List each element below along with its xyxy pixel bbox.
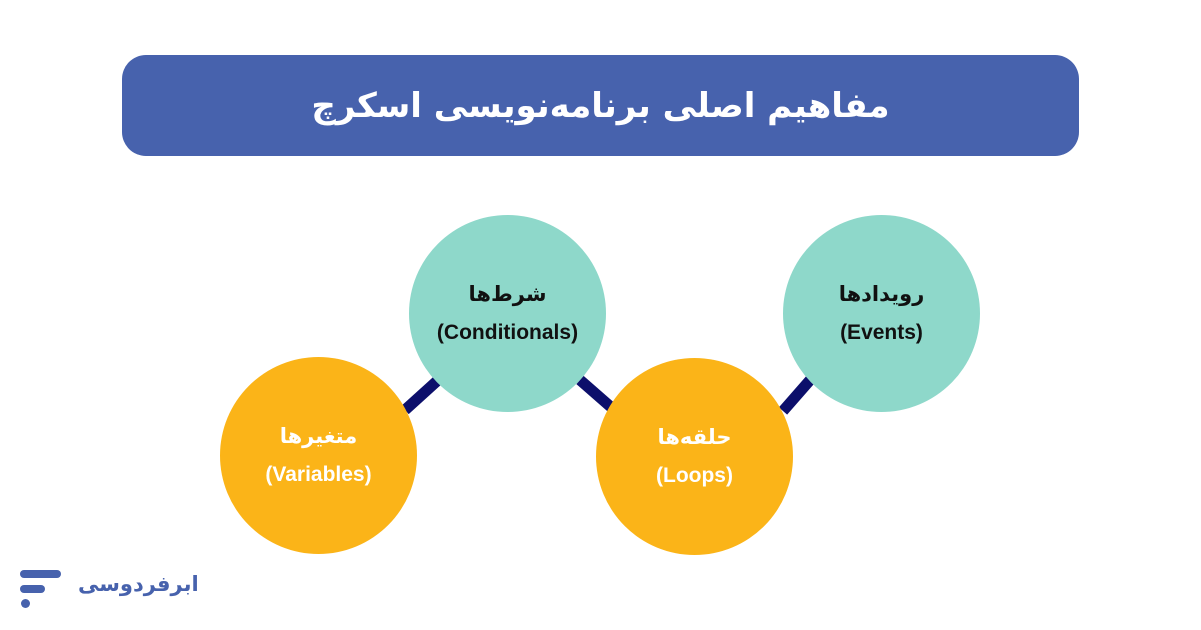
node-variables-label-en: (Variables) — [265, 462, 372, 486]
node-variables: متغیرها (Variables) — [220, 357, 417, 554]
node-loops-label-en: (Loops) — [656, 463, 733, 487]
node-loops: حلقه‌ها (Loops) — [596, 358, 793, 555]
page-title: مفاهیم اصلی برنامه‌نویسی اسکرچ — [311, 85, 890, 126]
connector-conditionals-loops — [576, 375, 616, 413]
node-loops-label-fa: حلقه‌ها — [657, 425, 732, 450]
title-banner: مفاهیم اصلی برنامه‌نویسی اسکرچ — [122, 55, 1079, 156]
connector-variables-conditionals — [401, 376, 441, 415]
node-conditionals: شرط‌ها (Conditionals) — [409, 215, 606, 412]
brand-logo: ابرفردوسی — [20, 568, 199, 610]
logo-bar-long — [20, 570, 61, 578]
node-conditionals-label-fa: شرط‌ها — [468, 282, 547, 307]
connector-loops-events — [778, 375, 816, 415]
logo-dot — [21, 599, 30, 608]
node-events: رویدادها (Events) — [783, 215, 980, 412]
node-variables-label-fa: متغیرها — [279, 424, 358, 449]
node-conditionals-label-en: (Conditionals) — [436, 320, 579, 344]
brand-bars-icon — [20, 568, 64, 610]
node-events-label-fa: رویدادها — [838, 282, 925, 307]
brand-name: ابرفردوسی — [78, 572, 199, 596]
logo-bar-short — [20, 585, 45, 593]
node-events-label-en: (Events) — [840, 320, 923, 344]
